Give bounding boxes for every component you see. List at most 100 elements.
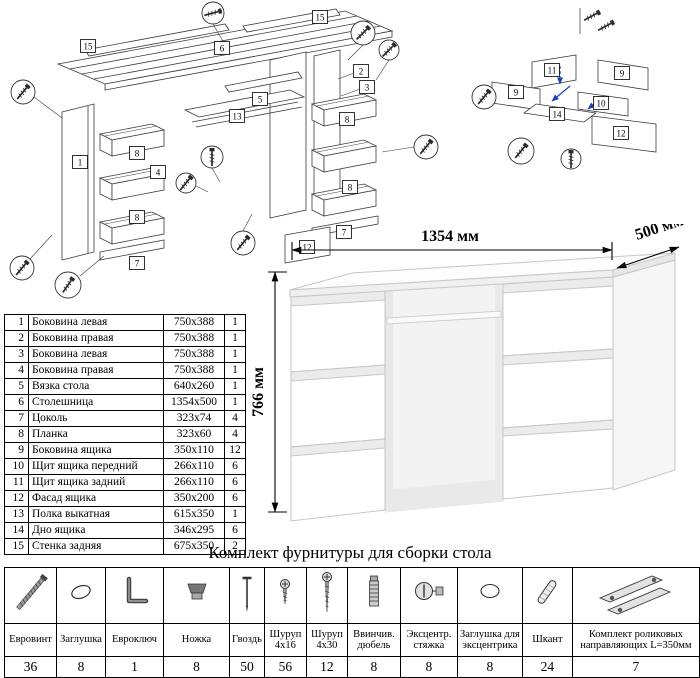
hardware-kit-title: Комплект фурнитуры для сборки стола xyxy=(208,543,492,562)
part-size: 350x110 xyxy=(163,442,225,459)
part-name: Боковина ящика xyxy=(28,442,164,459)
part-num: 13 xyxy=(4,506,29,523)
part-label: 10 xyxy=(593,96,609,110)
hex-key-icon xyxy=(126,576,148,604)
part-qty: 1 xyxy=(224,378,246,395)
hardware-qty: 8 xyxy=(163,656,230,678)
part-name: Вязка стола xyxy=(28,378,164,395)
part-size: 750x388 xyxy=(163,330,225,347)
hardware-name: Шкант xyxy=(521,623,573,657)
svg-text:7: 7 xyxy=(135,259,140,269)
hardware-icons-row xyxy=(4,567,700,624)
hardware-name: Евроключ xyxy=(105,623,164,657)
svg-text:8: 8 xyxy=(348,183,353,193)
hardware-name: Комплект роликовых направляющих L=350мм xyxy=(571,623,700,657)
part-name: Столешница xyxy=(28,394,164,411)
part-num: 4 xyxy=(4,362,29,379)
part-label: 13 xyxy=(229,109,245,123)
part-name: Цоколь xyxy=(28,410,164,427)
part-size: 350x200 xyxy=(163,490,225,507)
part-label: 5 xyxy=(252,92,268,106)
part-qty: 4 xyxy=(224,426,246,443)
svg-text:13: 13 xyxy=(233,112,243,122)
screw-4x16-icon xyxy=(280,579,291,605)
part-qty: 1 xyxy=(224,314,246,331)
hardware-qty: 1 xyxy=(105,656,164,678)
part-name: Дно ящика xyxy=(28,522,164,539)
hardware-name: Ножка xyxy=(163,623,230,657)
part-name: Щит ящика передний xyxy=(28,458,164,475)
part-qty: 6 xyxy=(224,490,246,507)
part-name: Полка выкатная xyxy=(28,506,164,523)
part-num: 2 xyxy=(4,330,29,347)
left-drawer-stack xyxy=(99,123,165,261)
svg-text:4: 4 xyxy=(156,168,161,178)
assembled-desk-view: 1354 мм 500 мм 766 мм xyxy=(250,224,686,522)
part-num: 14 xyxy=(4,522,29,539)
cap-icon xyxy=(71,584,91,600)
hardware-qty: 24 xyxy=(521,656,573,678)
svg-text:7: 7 xyxy=(342,228,347,238)
svg-text:9: 9 xyxy=(514,88,519,98)
svg-text:10: 10 xyxy=(597,99,607,109)
part-num: 10 xyxy=(4,458,29,475)
cam-cap-icon xyxy=(480,583,500,599)
part-label: 14 xyxy=(549,107,565,121)
wooden-dowel-icon xyxy=(537,580,557,604)
part-label: 8 xyxy=(129,146,145,160)
svg-text:8: 8 xyxy=(135,149,140,159)
hardware-name: Эксцентр. стяжка xyxy=(399,623,458,657)
part-label: 3 xyxy=(359,80,375,94)
hardware-qty: 50 xyxy=(229,656,265,678)
hardware-qty: 7 xyxy=(571,656,700,678)
drawer-callouts xyxy=(471,84,582,170)
part-size: 1354x500 xyxy=(163,394,225,411)
hardware-name: Гвоздь xyxy=(229,623,265,657)
part-label: 8 xyxy=(339,112,355,126)
cam-lock-icon xyxy=(414,582,444,600)
hardware-name: Шуруп 4х16 xyxy=(263,623,307,657)
svg-text:14: 14 xyxy=(553,110,563,120)
part-size: 640x260 xyxy=(163,378,225,395)
part-num: 7 xyxy=(4,410,29,427)
part-qty: 1 xyxy=(224,394,246,411)
svg-text:5: 5 xyxy=(258,95,263,105)
part-label: 9 xyxy=(614,66,630,80)
part-size: 750x388 xyxy=(163,346,225,363)
part-name: Боковина левая xyxy=(28,346,164,363)
part-size: 750x388 xyxy=(163,314,225,331)
part-num: 3 xyxy=(4,346,29,363)
part-num: 6 xyxy=(4,394,29,411)
part-label: 7 xyxy=(129,256,145,270)
svg-text:15: 15 xyxy=(316,13,326,23)
part-label: 12 xyxy=(613,126,629,140)
part-size: 323x74 xyxy=(163,410,225,427)
hardware-name: Заглушка xyxy=(56,623,106,657)
part-label: 2 xyxy=(353,64,369,78)
part-size: 266x110 xyxy=(163,458,225,475)
desk-render xyxy=(289,252,676,522)
svg-text:6: 6 xyxy=(220,44,225,54)
hardware-qty: 12 xyxy=(305,656,348,678)
hardware-qty: 8 xyxy=(346,656,401,678)
drawer-exploded-view: 11 9 9 10 14 12 xyxy=(471,8,657,170)
hardware-qty: 8 xyxy=(399,656,458,678)
part-label: 6 xyxy=(214,41,230,55)
hardware-kit-table: Евровинт Заглушка Евроключ Ножка Гвоздь … xyxy=(4,567,700,678)
part-num: 1 xyxy=(4,314,29,331)
part-name: Фасад ящика xyxy=(28,490,164,507)
part-label: 15 xyxy=(312,10,328,24)
part-name: Боковина правая xyxy=(28,330,164,347)
